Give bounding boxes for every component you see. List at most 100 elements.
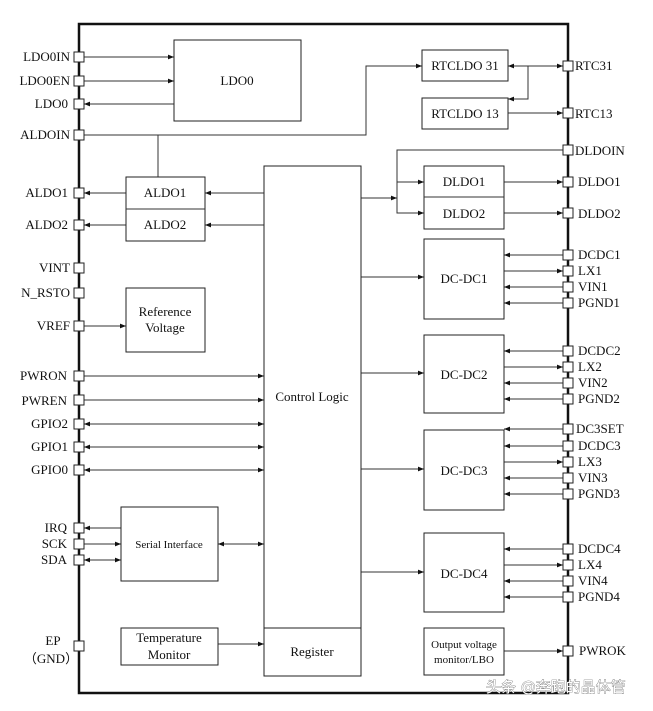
pin-vin4 xyxy=(562,575,574,587)
pin-gpio0 xyxy=(73,464,85,476)
aldo1-label: ALDO1 xyxy=(144,185,187,200)
pin-pgnd2 xyxy=(562,393,574,405)
pin-label-aldo2: ALDO2 xyxy=(25,217,68,232)
pin-sck xyxy=(73,538,85,550)
left-pins: LDO0IN LDO0EN LDO0 ALDOIN ALDO1 ALDO2 VI… xyxy=(19,49,85,666)
pin-label-gpio1: GPIO1 xyxy=(31,439,68,454)
pin-vin1 xyxy=(562,281,574,293)
pin-lx1 xyxy=(562,265,574,277)
pin-label-lx4: LX4 xyxy=(578,557,602,572)
pin-ldo0 xyxy=(73,98,85,110)
dcdc4-label: DC-DC4 xyxy=(441,566,488,581)
pin-label-dldo1: DLDO1 xyxy=(578,174,621,189)
pin-pwrok xyxy=(562,645,574,657)
pin-lx2 xyxy=(562,361,574,373)
pin-dldo2 xyxy=(562,207,574,219)
pin-rtc31 xyxy=(562,60,574,72)
control-logic-label: Control Logic xyxy=(275,389,349,404)
dcdc2-block: DC-DC2 xyxy=(423,334,505,414)
pin-label-gpio0: GPIO0 xyxy=(31,462,68,477)
dcdc2-label: DC-DC2 xyxy=(441,367,488,382)
pin-label-sda: SDA xyxy=(41,552,68,567)
register-block: Register xyxy=(263,627,362,677)
pin-lx4 xyxy=(562,559,574,571)
pin-label-dc3set: DC3SET xyxy=(576,421,624,436)
pin-dc3set xyxy=(562,423,574,435)
pin-label-dldoin: DLDOIN xyxy=(575,143,625,158)
aldo-block: ALDO1 ALDO2 xyxy=(125,176,206,242)
pin-label-gpio2: GPIO2 xyxy=(31,416,68,431)
register-label: Register xyxy=(290,644,334,659)
dcdc3-label: DC-DC3 xyxy=(441,463,488,478)
pin-label-dcdc4: DCDC4 xyxy=(578,541,621,556)
pin-label-dcdc2: DCDC2 xyxy=(578,343,621,358)
pin-label-lx2: LX2 xyxy=(578,359,602,374)
output-monitor-label-1: Output voltage xyxy=(431,639,497,651)
aldo2-label: ALDO2 xyxy=(144,217,187,232)
watermark-text: 头条 @奔跑的晶体管 xyxy=(486,678,626,696)
pin-label-ldo0: LDO0 xyxy=(35,96,68,111)
pin-label-dcdc1: DCDC1 xyxy=(578,247,621,262)
pin-vref xyxy=(73,320,85,332)
rtcldo31-block: RTCLDO 31 xyxy=(421,49,509,82)
pin-label-vint: VINT xyxy=(39,260,70,275)
pin-label-aldo1: ALDO1 xyxy=(25,185,68,200)
pin-label-lx1: LX1 xyxy=(578,263,602,278)
pin-ldo0in xyxy=(73,51,85,63)
pin-label-gnd: （GND） xyxy=(24,651,78,666)
chip-outline xyxy=(77,22,570,695)
pin-label-rtc13: RTC13 xyxy=(575,106,613,121)
dldo2-label: DLDO2 xyxy=(443,206,486,221)
dcdc4-block: DC-DC4 xyxy=(423,532,505,613)
pin-label-vin1: VIN1 xyxy=(578,279,608,294)
pin-label-vin3: VIN3 xyxy=(578,470,608,485)
pin-label-ep: EP xyxy=(45,633,60,648)
rtcldo31-label: RTCLDO 31 xyxy=(431,58,498,73)
wire-rtc31-13 xyxy=(508,66,529,102)
pin-label-pgnd3: PGND3 xyxy=(578,486,620,501)
pin-gpio1 xyxy=(73,441,85,453)
reference-voltage-label-2: Voltage xyxy=(145,320,185,335)
reference-voltage-block: Reference Voltage xyxy=(125,287,206,353)
reference-voltage-label-1: Reference xyxy=(139,304,192,319)
pin-label-ldo0in: LDO0IN xyxy=(23,49,71,64)
pin-label-lx3: LX3 xyxy=(578,454,602,469)
pin-vin2 xyxy=(562,377,574,389)
pin-sda xyxy=(73,554,85,566)
dldo1-label: DLDO1 xyxy=(443,174,486,189)
pin-aldo2 xyxy=(73,219,85,231)
pin-label-n-rsto: N_RSTO xyxy=(21,285,70,300)
pin-aldo1 xyxy=(73,187,85,199)
pin-ldo0en xyxy=(73,75,85,87)
pin-ep xyxy=(73,640,85,652)
pin-vint xyxy=(73,262,85,274)
pin-label-dcdc3: DCDC3 xyxy=(578,438,621,453)
ldo0-block-label: LDO0 xyxy=(220,73,253,88)
pin-dcdc2 xyxy=(562,345,574,357)
pin-gpio2 xyxy=(73,418,85,430)
pin-dcdc4 xyxy=(562,543,574,555)
pin-pwron xyxy=(73,370,85,382)
pin-dldoin xyxy=(562,144,574,156)
serial-interface-block: Serial Interface xyxy=(120,506,219,582)
pin-label-irq: IRQ xyxy=(45,520,68,535)
pin-label-vin2: VIN2 xyxy=(578,375,608,390)
temperature-monitor-block: Temperature Monitor xyxy=(120,627,219,666)
pin-label-dldo2: DLDO2 xyxy=(578,206,621,221)
pin-rtc13 xyxy=(562,107,574,119)
pin-label-pgnd4: PGND4 xyxy=(578,589,620,604)
pin-label-vref: VREF xyxy=(37,318,70,333)
pin-vin3 xyxy=(562,472,574,484)
wire-aldoin xyxy=(84,63,422,136)
pin-label-pwron: PWRON xyxy=(20,368,68,383)
output-monitor-label-2: monitor/LBO xyxy=(434,654,494,666)
pin-pgnd3 xyxy=(562,488,574,500)
control-logic-block: Control Logic xyxy=(263,165,362,629)
pin-pgnd1 xyxy=(562,297,574,309)
rtcldo13-block: RTCLDO 13 xyxy=(421,97,509,130)
pin-label-pgnd1: PGND1 xyxy=(578,295,620,310)
pin-n-rsto xyxy=(73,287,85,299)
pin-label-aldoin: ALDOIN xyxy=(20,127,70,142)
output-voltage-monitor-block: Output voltage monitor/LBO xyxy=(423,627,505,676)
